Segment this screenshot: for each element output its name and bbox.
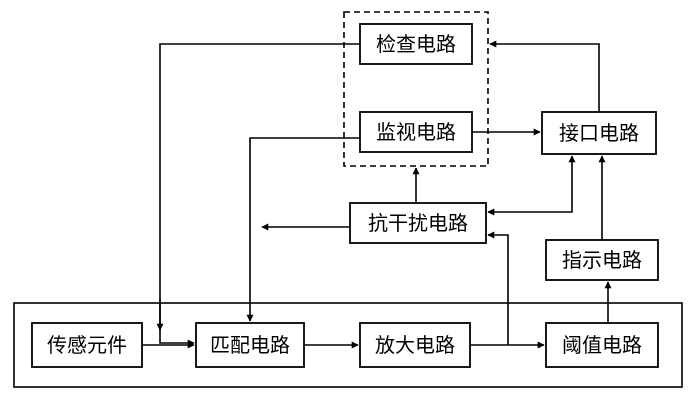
interface-circuit-label: 接口电路 (559, 121, 639, 145)
threshold-circuit-block: 阈值电路 (545, 322, 659, 368)
amplifier-circuit-block: 放大电路 (359, 322, 471, 368)
interface-circuit-block: 接口电路 (541, 111, 657, 155)
anti-interference-interface-bidirectional-arrow (487, 155, 576, 216)
indicator-circuit-label: 指示电路 (562, 248, 642, 272)
amplifier-circuit-label: 放大电路 (375, 333, 455, 357)
matching-circuit-label: 匹配电路 (210, 333, 290, 357)
threshold-to-anti-interference-arrow (487, 231, 509, 345)
matching-circuit-block: 匹配电路 (195, 322, 305, 368)
check-circuit-label: 检查电路 (376, 32, 456, 56)
sensor-element-label: 传感元件 (47, 333, 127, 357)
anti-interference-circuit-block: 抗干扰电路 (349, 202, 487, 244)
check-to-sensor-output-arrow (159, 43, 360, 347)
anti-interference-circuit-label: 抗干扰电路 (368, 211, 468, 235)
sensor-element-block: 传感元件 (31, 322, 143, 368)
monitor-circuit-block: 监视电路 (359, 111, 473, 153)
check-circuit-block: 检查电路 (359, 23, 473, 65)
monitor-circuit-label: 监视电路 (376, 120, 456, 144)
indicator-circuit-block: 指示电路 (545, 239, 659, 281)
threshold-circuit-label: 阈值电路 (562, 333, 642, 357)
interface-to-check-arrow (489, 40, 600, 112)
outer-system-frame (13, 302, 683, 388)
monitor-to-matching-arrow (246, 137, 360, 322)
dashed-module-frame (343, 11, 489, 167)
